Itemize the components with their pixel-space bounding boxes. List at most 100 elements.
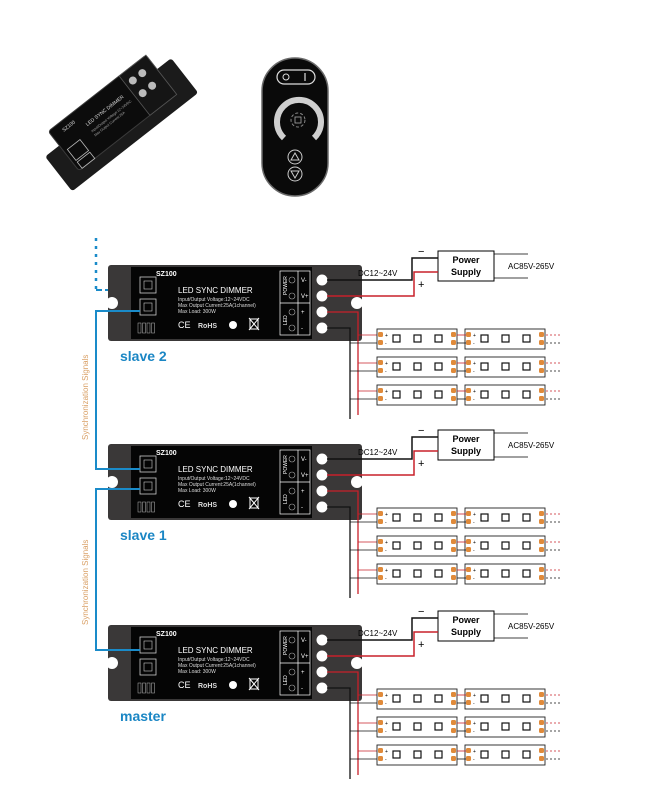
sync-cable-slave2-slave1 (95, 310, 140, 470)
led-chip-icon (480, 513, 489, 522)
rj45-port-icon (139, 477, 157, 495)
strip-pin-plus: + (385, 568, 388, 574)
led-chip-icon (413, 750, 422, 759)
dc-voltage-label: DC12~24V (358, 448, 398, 457)
led-chip-icon (434, 722, 443, 731)
rohs-mark-icon: RoHS (198, 502, 217, 509)
strip-pin-minus: - (385, 397, 387, 403)
plus-sign: + (418, 458, 424, 470)
led-chip-icon (392, 541, 401, 550)
device-title: LED SYNC DIMMER (178, 286, 253, 295)
screw-terminal-icon (316, 666, 328, 678)
strip-pin-minus: - (473, 576, 475, 582)
led-strip-segment: +- (376, 384, 458, 406)
spec-line: Max Output Current:25A(1channel) (178, 663, 256, 669)
sync-signals-label: Synchronization Signals (81, 540, 90, 625)
strip-pin-plus: + (385, 540, 388, 546)
ce-mark-icon: CE (178, 680, 191, 690)
led-chip-icon (480, 390, 489, 399)
spec-line: Input/Output Voltage:12~24VDC (178, 657, 250, 663)
screw-terminal-icon (316, 634, 328, 646)
screw-terminal-icon (316, 274, 328, 286)
led-chip-icon (413, 334, 422, 343)
spec-line: Max Output Current:25A(1channel) (178, 482, 256, 488)
led-strip-segment: +- (376, 716, 458, 738)
terminal-label: - (301, 326, 303, 332)
weee-bin-icon (249, 678, 259, 690)
terminal-label: + (301, 310, 305, 316)
strip-pin-plus: + (473, 540, 476, 546)
spec-line: Max Load: 300W (178, 669, 216, 675)
minus-sign: − (418, 246, 424, 258)
strip-pin-plus: + (385, 512, 388, 518)
minus-sign: − (418, 425, 424, 437)
terminal-label: V+ (301, 473, 309, 479)
led-chip-icon (480, 362, 489, 371)
strip-pin-plus: + (473, 721, 476, 727)
terminal-label: - (301, 505, 303, 511)
led-chip-icon (480, 722, 489, 731)
led-chip-icon (413, 541, 422, 550)
led-chip-icon (413, 694, 422, 703)
sync-cable-slave1-master (95, 488, 140, 651)
led-chip-icon (392, 390, 401, 399)
screw-terminal-icon (316, 501, 328, 513)
led-chip-icon (522, 694, 531, 703)
led-strip-segment: +- (376, 688, 458, 710)
strip-pin-plus: + (473, 361, 476, 367)
screw-terminal-icon (316, 322, 328, 334)
touch-wheel-icon (274, 96, 324, 141)
led-chip-icon (392, 694, 401, 703)
rj45-port-icon (139, 298, 157, 316)
wire-v-plus (327, 450, 438, 476)
ce-mark-icon: CE (178, 499, 191, 509)
led-strip-segment: +- (376, 563, 458, 585)
up-arrow-icon (287, 149, 303, 165)
screw-terminal-icon (316, 306, 328, 318)
led-chip-icon (434, 362, 443, 371)
strip-pin-plus: + (385, 333, 388, 339)
strip-pin-minus: - (385, 757, 387, 763)
terminal-label: + (301, 670, 305, 676)
led-chip-icon (392, 513, 401, 522)
led-chip-icon (413, 362, 422, 371)
led-strip-segment: +- (376, 744, 458, 766)
screw-terminal-icon (316, 682, 328, 694)
strip-pin-plus: + (385, 721, 388, 727)
led-chip-icon (501, 362, 510, 371)
ce-mark-icon: CE (178, 320, 191, 330)
led-chip-icon (501, 722, 510, 731)
model-label: SZ100 (156, 271, 177, 278)
strip-pin-plus: + (473, 512, 476, 518)
led-chip-icon (522, 541, 531, 550)
rj45-port-icon (139, 658, 157, 676)
wire-led-minus (327, 327, 351, 419)
recycle-icon (229, 500, 237, 508)
plus-sign: + (418, 279, 424, 291)
led-chip-icon (434, 334, 443, 343)
wire-led-plus (327, 311, 359, 415)
strip-pin-minus: - (473, 369, 475, 375)
wire-v-minus (327, 617, 438, 641)
led-chip-icon (522, 569, 531, 578)
led-chip-icon (413, 513, 422, 522)
strip-pin-minus: - (473, 548, 475, 554)
led-chip-icon (480, 694, 489, 703)
led-chip-icon (434, 513, 443, 522)
power-switch-icon (276, 69, 316, 85)
weee-bin-icon (249, 497, 259, 509)
wire-led-minus (327, 687, 351, 779)
wire-led-plus (327, 490, 359, 594)
strip-pin-plus: + (473, 693, 476, 699)
led-chip-icon (392, 722, 401, 731)
ac-input-label: AC85V-265V (508, 262, 555, 271)
model-label: SZ100 (156, 631, 177, 638)
led-chip-icon (392, 750, 401, 759)
led-strip-segment: +- (464, 507, 546, 529)
plus-sign: + (418, 639, 424, 651)
strip-pin-minus: - (385, 341, 387, 347)
